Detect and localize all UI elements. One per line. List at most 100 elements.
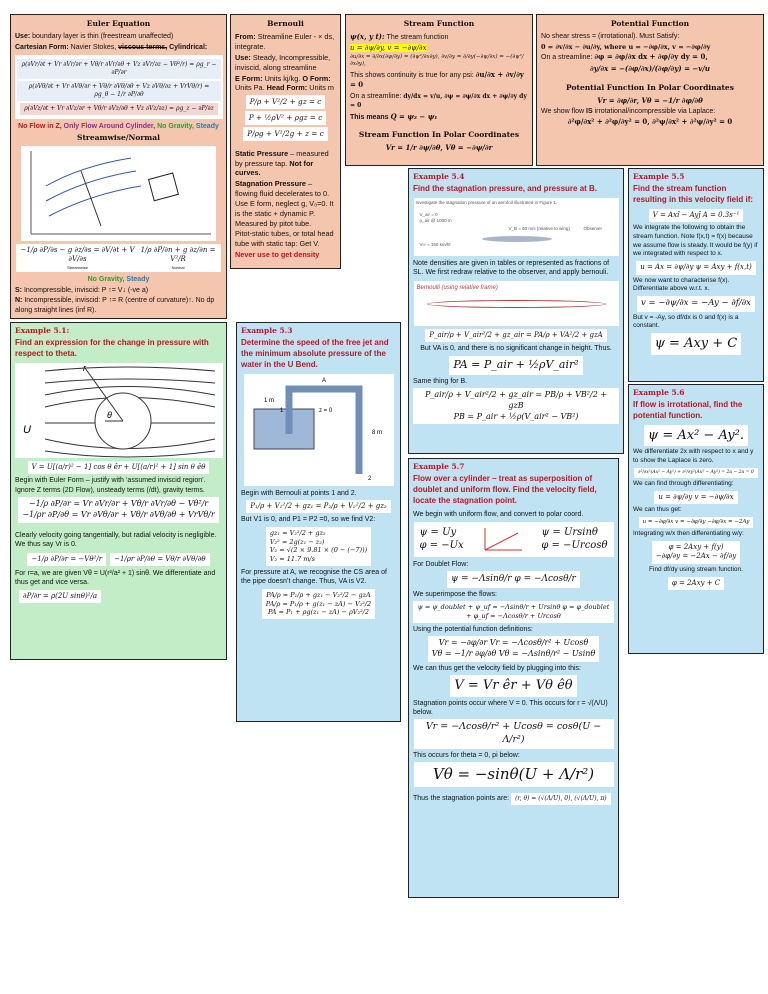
euler-title: Euler Equation	[86, 19, 151, 28]
bernoulli-title: Bernouli	[267, 19, 304, 28]
aerofoil-shape	[481, 235, 552, 242]
head-form-eq: P/ρg + V²/2g + z = c	[243, 126, 328, 141]
stag-label: Stagnation Pressure	[235, 179, 306, 189]
s-note: S: Incompressible, inviscid: P ↑= V↓ (-v…	[15, 286, 222, 295]
ex57-question: Flow over a cylinder – treat as superpos…	[413, 474, 597, 505]
viscous-struck: viscous terms,	[118, 43, 168, 51]
forms: E Form: Units kj/kg. O Form: Units Pa. H…	[235, 74, 336, 94]
ex56-laplace-eq: ∂²/∂x²(Ax² − Ay²) + ∂²/∂y²(Ax² − Ay²) = …	[634, 467, 758, 478]
n-text: Incompressible, inviscid: P ↑= R (centre…	[15, 297, 215, 314]
ex57-text-3: We superimpose the flows:	[413, 590, 497, 598]
example-5-6-box: Example 5.6 If flow is irrotational, fin…	[628, 384, 764, 654]
ex55-text-2: We now want to characterise f(x). Differ…	[633, 276, 730, 293]
fig-vb: V_B = 60 m/s (relative to wing)	[508, 225, 570, 231]
lap-a: We show flow	[541, 107, 585, 115]
aerofoil-figure: Investigate the stagnation pressure of a…	[413, 197, 619, 256]
cond-noz: No Flow in Z,	[18, 123, 62, 131]
ex55-psi-eq: u = Ax = ∂ψ/∂y ψ = Axy + f(x,t)	[636, 261, 756, 275]
ex53-question: Determine the speed of the free jet and …	[241, 338, 389, 369]
s-text: Incompressible, inviscid: P ↑= V↓ (-ve a…	[23, 286, 149, 294]
ex53-pa-eq: PA/ρ = P₁/ρ + gz₁ − V₂²/2 − gzA PA/ρ = P…	[261, 588, 376, 620]
psi-desc: The stream function	[386, 34, 449, 42]
pitot-note: Pitot-static tubes, or total head tube w…	[235, 229, 334, 249]
slope-eq: ∂y/∂x = −(∂φ/∂x)/(∂φ/∂y) = −v/u	[590, 63, 710, 73]
potential-polar-title: Potential Function In Polar Coordinates	[566, 83, 734, 93]
ex54-label: Example 5.4	[413, 172, 465, 181]
o-text: Units Pa.	[235, 83, 265, 93]
velocity-field-eq: V = Vr êr + Vθ êθ	[450, 674, 577, 697]
ex55-velocity-eq: V = Axî − Ayĵ A = 0.3s⁻¹	[648, 208, 744, 223]
pressure-form-eq: P + ½ρV² + ρgz = c	[244, 111, 327, 125]
ex57-text-2: For Doublet Flow:	[413, 560, 469, 568]
ex57-text-4: Using the potential function definitions…	[413, 625, 533, 633]
ex54-eq-a: P_air/ρ + V_air²/2 + gz_air = PA/ρ + VA²…	[425, 328, 607, 343]
ex56-text-1: We differentiate 2x with respect to x an…	[633, 448, 754, 465]
cont-text: This shows continuity is true for any ps…	[350, 71, 474, 79]
cont-eq: ∂u/∂x + ∂v/∂y = 0	[350, 69, 524, 90]
sn-nograv: No Gravity,	[87, 276, 125, 284]
ex55-label: Example 5.5	[633, 172, 685, 181]
use-label: Use:	[15, 33, 31, 41]
n-label: N:	[15, 297, 23, 305]
potential-intro: No shear stress = (irrotational). Must S…	[541, 33, 680, 41]
streamline-line: On a streamline: dy/dx = v/u, ∂ψ = ∂ψ/∂x…	[350, 92, 528, 111]
stagnation-points-eq: (r, θ) = (√(Λ/U), 0), (√(Λ/U), π)	[511, 792, 611, 805]
streamwise-label: Streamwise	[67, 264, 88, 270]
ex51-text-3: For r=a, we are given Vθ = U(r²/a² + 1) …	[15, 569, 216, 587]
sn-conditions: No Gravity, Steady	[15, 275, 222, 284]
example-5-7-box: Example 5.7 Flow over a cylinder – treat…	[408, 458, 619, 898]
sl-text: On a streamline:	[350, 92, 402, 100]
ex51-result-eq: ∂P/∂r = ρ(2U sinθ)²/a	[19, 589, 102, 604]
potential-title: Potential Function	[610, 19, 690, 28]
euler-equation-box: Euler Equation Use: boundary layer is th…	[10, 14, 227, 319]
uniform-cartesian-eq: ψ = Uy φ = −Ux	[415, 523, 468, 555]
potential-function-box: Potential Function No shear stress = (ir…	[536, 14, 764, 166]
cond-cyl: Only Flow Around Cylinder,	[63, 123, 156, 131]
euler-conditions: No Flow in Z, Only Flow Around Cylinder,…	[15, 122, 222, 131]
from-text: Streamline Euler - × ds, integrate.	[235, 32, 335, 51]
ex56-label: Example 5.6	[633, 388, 685, 397]
ex51-velocity-eq: V = U[(a/r)² − 1] cos θ êr + U[(a/r)² + …	[27, 460, 210, 475]
sketch-caption: Bernoulli (using relative frame)	[416, 284, 498, 291]
normal-label: Normal	[171, 264, 185, 270]
cyl-label: Cylindrical:	[169, 43, 208, 51]
ex56-phi-derivs: u = −∂φ/∂x v = −∂φ/∂y −∂φ/∂x = −2Ay	[638, 516, 754, 529]
continuity-derivation: ∂u/∂x = ∂/∂x(∂ψ/∂y) = (∂ψ²/∂x∂y), ∂v/∂y …	[350, 54, 524, 68]
ex55-text-3: But v = -Ay, so df/dx is 0 and f(x) is a…	[633, 313, 739, 330]
stream-polar-eq: Vr = 1/r ∂ψ/∂θ, Vθ = −∂ψ/∂r	[385, 143, 493, 153]
stream-title: Stream Function	[403, 19, 475, 28]
uniform-flow-panel: ψ = Uy φ = −Ux ψ = Ursinθ φ = −Urcosθ	[413, 521, 614, 557]
example-5-4-box: Example 5.4 Find the stagnation pressure…	[408, 168, 624, 454]
ex54-pb-eq: P_air/ρ + V_air²/2 + gz_air = PB/ρ + VB²…	[413, 387, 619, 425]
ex51-text-2: Clearly velocity going tangentially, but…	[15, 531, 217, 549]
from-label: From:	[235, 32, 256, 42]
ex53-bernoulli-eq: P₁/ρ + V₁²/2 + gz₁ = P₂/ρ + V₂²/2 + gz₂	[246, 499, 391, 514]
euler-cartesian: Cartesian Form: Navier Stokes, viscous t…	[15, 43, 222, 52]
bernoulli-sketch: Bernoulli (using relative frame)	[413, 280, 619, 326]
ex57-text-1: We begin with uniform flow, and convert …	[413, 510, 584, 518]
stream-polar-title: Stream Function In Polar Coordinates	[358, 130, 520, 140]
ex57-text-5: We can thus get the velocity field by pl…	[413, 664, 581, 672]
ex56-text-3: We can thus get:	[633, 506, 682, 514]
ex51-label: Example 5.1:	[15, 326, 70, 335]
fig-theta-label: θ	[107, 410, 112, 420]
ex56-phi-eq: φ = 2Axy + f(y) −∂φ/∂y = −2Ax − ∂f/∂y	[651, 541, 741, 564]
q-line: This means Q = ψ₂ − ψ₁	[350, 112, 528, 122]
sn-steady: Steady	[126, 276, 150, 284]
never-density: Never use to get density	[235, 250, 320, 260]
ex53-label: Example 5.3	[241, 326, 293, 335]
euler-eq-z: ρ(∂Vz/∂t + Vr ∂Vz/∂r + Vθ/r ∂Vz/∂θ + Vz …	[20, 103, 218, 116]
static-label: Static Pressure	[235, 148, 289, 158]
ex53-text-2: But V1 is 0, and P1 = P2 =0, so we find …	[241, 516, 376, 524]
ex54-text-1: Note densities are given in tables or re…	[413, 259, 610, 277]
fig-z0: z = 0	[319, 408, 333, 414]
fig-r-label: r	[83, 363, 87, 373]
ex56-uv-eq: u = ∂ψ/∂y v = −∂ψ/∂x	[654, 490, 738, 505]
fig-point-2: 2	[368, 476, 372, 482]
ex56-text-2: We can find through differentiating:	[633, 479, 734, 487]
fig-U-label: U	[23, 424, 31, 436]
ex54-question: Find the stagnation pressure, and pressu…	[413, 184, 598, 194]
energy-form-eq: P/ρ + V²/2 + gz = c	[245, 95, 326, 110]
potential-polar-eq: Vr = ∂φ/∂r, Vθ = −1/r ∂φ/∂θ	[597, 96, 703, 106]
ex51-tangential-eq: −1/ρr ∂P/∂θ = Vθ/r ∂Vθ/∂θ	[110, 552, 210, 566]
